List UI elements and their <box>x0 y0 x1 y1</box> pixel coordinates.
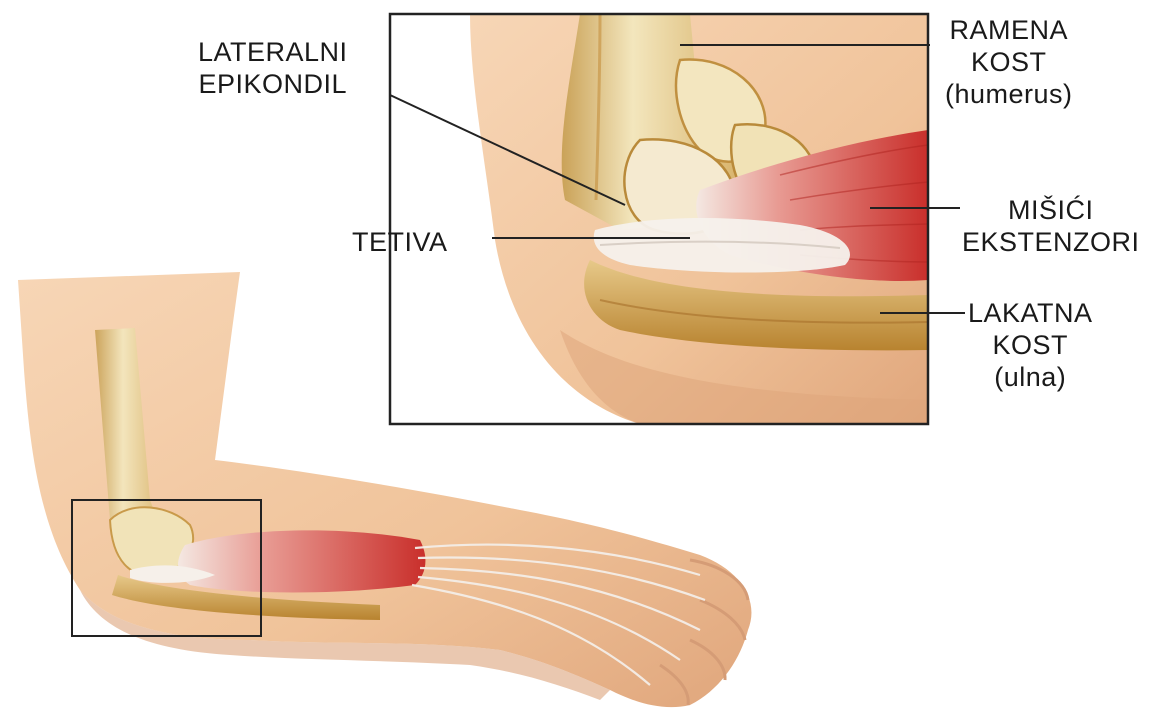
elbow-inset-illustration <box>390 14 928 424</box>
label-humerus: RAMENA KOST (humerus) <box>945 14 1073 110</box>
label-lateral-epicondyle: LATERALNI EPIKONDIL <box>198 36 348 100</box>
label-tendon: TETIVA <box>352 226 448 258</box>
label-extensor-muscles: MIŠIĆI EKSTENZORI <box>962 194 1140 258</box>
label-ulna: LAKATNA KOST (ulna) <box>968 297 1093 393</box>
